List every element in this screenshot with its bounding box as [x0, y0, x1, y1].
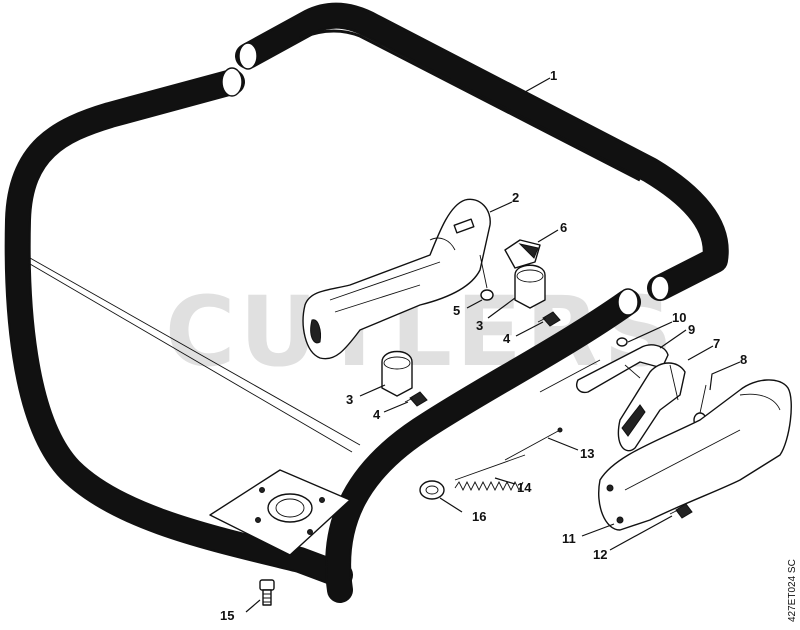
callout-5: 5 — [453, 303, 460, 318]
part-12-screw — [669, 503, 693, 519]
part-16-grommet — [419, 480, 445, 500]
callout-3b: 3 — [346, 392, 353, 407]
part-7-trigger-lockout — [617, 362, 686, 452]
part-13-throttle-cable — [504, 427, 563, 461]
callout-labels: 1 2 6 5 3 4 3 4 10 9 7 8 13 14 16 11 12 … — [220, 68, 747, 623]
part-11-rear-handle-housing — [598, 379, 792, 531]
part-6-cover-cap — [504, 239, 541, 269]
part-4-screw-upper — [537, 311, 561, 327]
part-1-handle-tube — [235, 2, 729, 301]
part-4-screw-lower — [404, 391, 428, 407]
callout-7: 7 — [713, 336, 720, 351]
callout-12: 12 — [593, 547, 607, 562]
callout-1: 1 — [550, 68, 557, 83]
callout-10: 10 — [672, 310, 686, 325]
part-3-clamp-lower — [381, 350, 413, 397]
callout-13: 13 — [580, 446, 594, 461]
part-10-retaining-ring — [616, 337, 628, 347]
part-5-spring-ring — [479, 254, 494, 301]
callout-11: 11 — [562, 531, 576, 546]
callout-3a: 3 — [476, 318, 483, 333]
callout-4b: 4 — [373, 407, 381, 422]
callout-15: 15 — [220, 608, 234, 623]
part-3-clamp-upper — [514, 264, 546, 309]
part-2-handle-housing — [302, 198, 491, 360]
callout-16: 16 — [472, 509, 486, 524]
callout-8: 8 — [740, 352, 747, 367]
part-15-bolt — [259, 579, 275, 606]
callout-9: 9 — [688, 322, 695, 337]
part-14-compression-spring — [454, 454, 526, 492]
callout-6: 6 — [560, 220, 567, 235]
callout-14: 14 — [517, 480, 532, 495]
handle-frame — [4, 67, 641, 603]
callout-2: 2 — [512, 190, 519, 205]
drawing-reference-code: 427ET024 SC — [787, 559, 798, 622]
callout-4a: 4 — [503, 331, 511, 346]
leader-lines — [245, 77, 741, 613]
